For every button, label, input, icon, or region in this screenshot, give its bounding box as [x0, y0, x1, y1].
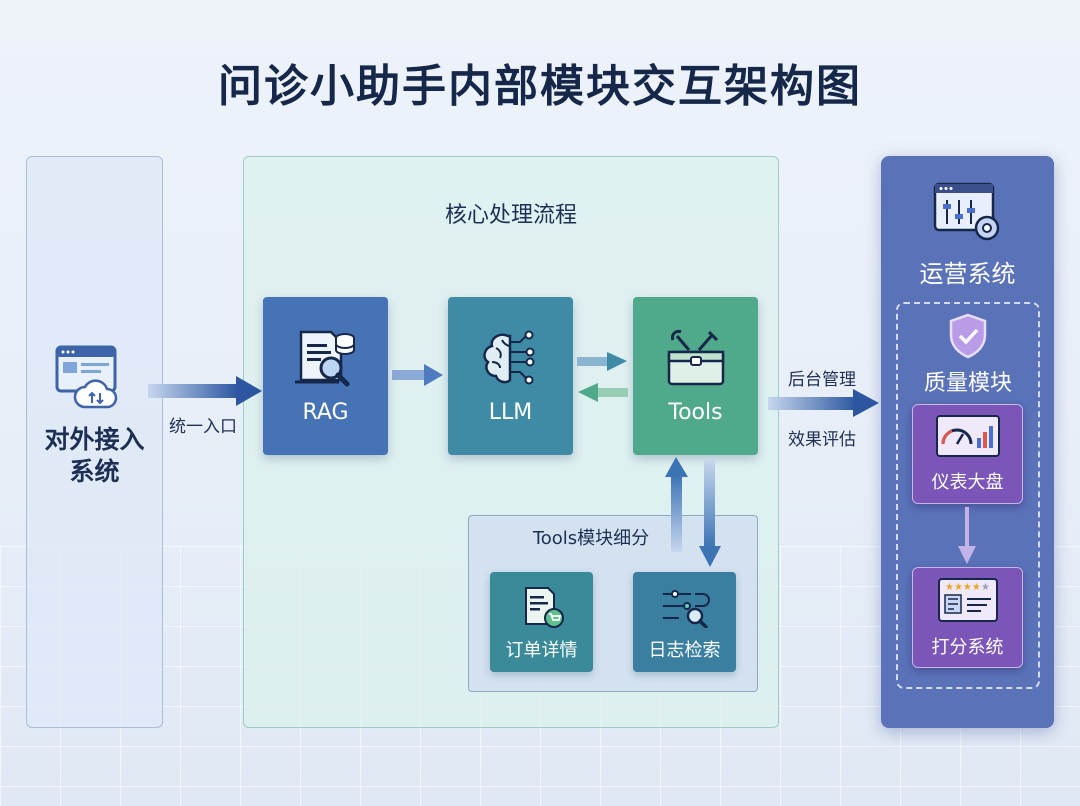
exit-arrow-label-bottom: 效果评估	[788, 430, 856, 450]
gauge-chart-icon	[935, 414, 1001, 462]
tools-breakdown-title: Tools模块细分	[532, 528, 650, 549]
dashboard-to-scoring-arrow	[958, 507, 976, 564]
scoring-system-node: ★★★★ ★ 打分系统	[912, 567, 1023, 668]
llm-label: LLM	[488, 399, 533, 425]
exit-arrow-label-top: 后台管理	[788, 370, 856, 390]
log-search-label: 日志检索	[648, 640, 721, 661]
page-title: 问诊小助手内部模块交互架构图	[218, 61, 862, 112]
rag-label: RAG	[302, 399, 349, 425]
tools-label: Tools	[668, 399, 723, 425]
dashboard-label: 仪表大盘	[931, 472, 1004, 493]
settings-dashboard-icon	[933, 182, 1003, 244]
entry-arrow	[148, 376, 262, 406]
core-process-title: 核心处理流程	[444, 203, 577, 228]
brain-network-icon	[478, 328, 544, 394]
tools-to-llm-arrow	[578, 383, 628, 402]
dashboard-node: 仪表大盘	[912, 404, 1023, 504]
llm-to-tools-arrow	[577, 352, 627, 371]
external-system-label-line2: 系统	[69, 457, 120, 486]
document-search-icon	[293, 328, 359, 394]
quality-module-title: 质量模块	[923, 371, 1012, 396]
entry-arrow-label: 统一入口	[169, 417, 237, 437]
ops-system-title: 运营系统	[919, 260, 1016, 288]
toolbox-icon	[663, 328, 729, 394]
exit-arrow	[768, 389, 879, 417]
external-system-label: 对外接入 系统	[26, 424, 163, 488]
scoring-system-label: 打分系统	[931, 636, 1004, 658]
svg-text:★: ★	[981, 582, 990, 593]
external-system-panel	[26, 156, 163, 728]
order-details-label: 订单详情	[505, 640, 578, 661]
rag-to-llm-arrow	[392, 364, 443, 386]
log-search-icon	[659, 584, 711, 632]
star-rating-icon: ★★★★ ★	[937, 577, 999, 627]
tools-node: Tools	[633, 297, 758, 455]
log-search-node: 日志检索	[633, 572, 736, 672]
svg-text:★★★★: ★★★★	[945, 582, 981, 593]
llm-node: LLM	[448, 297, 573, 455]
shield-check-icon	[947, 313, 989, 359]
order-details-node: 订单详情	[490, 572, 593, 672]
rag-node: RAG	[263, 297, 388, 455]
external-system-label-line1: 对外接入	[44, 425, 145, 454]
receipt-cart-icon	[518, 584, 566, 632]
tools-breakdown-down-arrow	[699, 460, 721, 567]
tools-breakdown-up-arrow	[665, 457, 688, 552]
browser-cloud-icon	[55, 345, 121, 411]
quality-module-frame	[896, 302, 1040, 689]
